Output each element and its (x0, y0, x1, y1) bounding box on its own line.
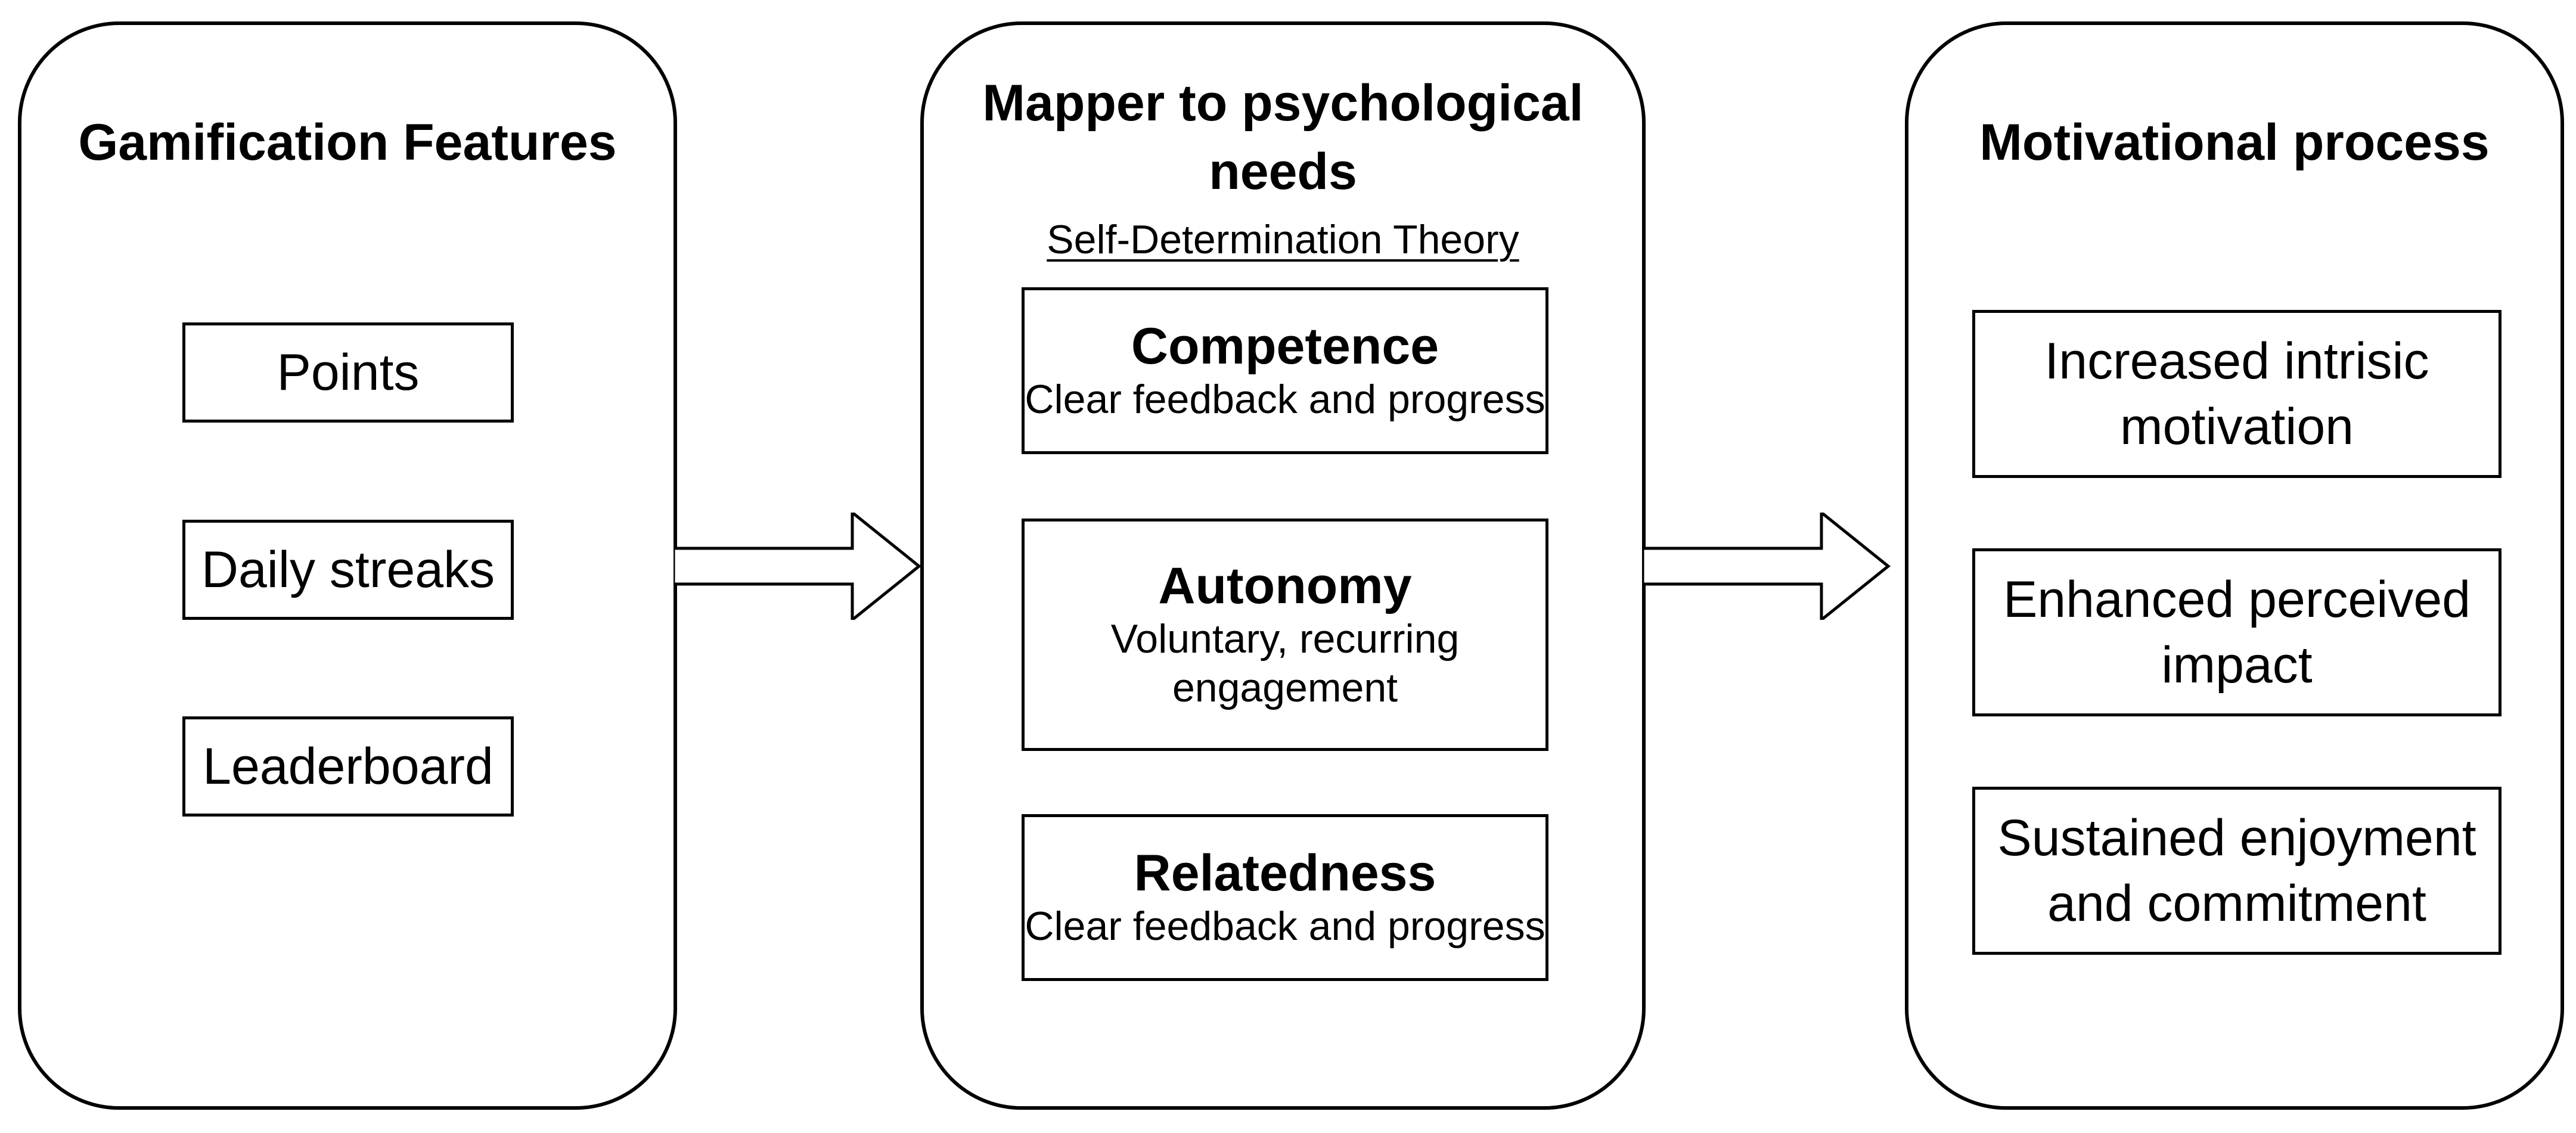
motivational-process-title: Motivational process (1979, 114, 2490, 171)
need-title: Competence (1131, 318, 1439, 375)
feature-daily-streaks-box: Daily streaks (182, 520, 514, 620)
feature-leaderboard-box: Leaderboard (182, 716, 514, 817)
need-relatedness-box: Relatedness Clear feedback and progress (1022, 814, 1548, 981)
need-description: Clear feedback and progress (1025, 377, 1545, 422)
need-title: Relatedness (1134, 845, 1436, 902)
need-description: Clear feedback and progress (1025, 904, 1545, 949)
self-determination-theory-label: Self-Determination Theory (1047, 217, 1519, 262)
mapper-title: Mapper to psychological needs (982, 75, 1584, 200)
mapper-psychological-needs-panel: Mapper to psychological needs Self-Deter… (920, 21, 1646, 1110)
gamification-features-title: Gamification Features (78, 114, 617, 171)
need-competence-box: Competence Clear feedback and progress (1022, 287, 1548, 454)
right-arrow-icon (674, 513, 921, 620)
outcome-enjoyment-commitment-box: Sustained enjoyment and commitment (1972, 787, 2501, 955)
need-autonomy-box: Autonomy Voluntary, recurring engagement (1022, 519, 1548, 751)
outcome-intrinsic-motivation-box: Increased intrisic motivation (1972, 310, 2501, 478)
need-title: Autonomy (1158, 557, 1412, 614)
motivational-process-panel: Motivational process Increased intrisic … (1905, 21, 2564, 1110)
feature-points-box: Points (182, 322, 514, 423)
outcome-perceived-impact-box: Enhanced perceived impact (1972, 548, 2501, 716)
right-arrow-icon (1643, 513, 1891, 620)
gamification-features-panel: Gamification Features Points Daily strea… (18, 21, 677, 1110)
need-description: Voluntary, recurring engagement (1110, 616, 1460, 710)
